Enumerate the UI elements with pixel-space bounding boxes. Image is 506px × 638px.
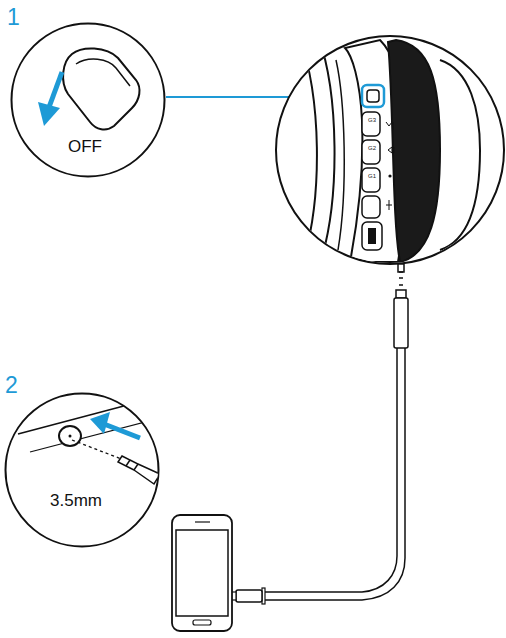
callout-outline bbox=[4, 392, 160, 548]
callout-number: 2 bbox=[5, 374, 18, 397]
button-label: G1 bbox=[368, 173, 376, 179]
smartphone bbox=[172, 515, 232, 631]
button-label: G3 bbox=[368, 117, 376, 123]
callout-circle: 23.5mm bbox=[4, 392, 160, 548]
cable bbox=[210, 264, 408, 604]
callout-number: 1 bbox=[7, 6, 20, 29]
callout-circle: 1OFF bbox=[10, 22, 166, 178]
button-label: G2 bbox=[368, 145, 376, 151]
zoom-view bbox=[276, 36, 504, 270]
switch-position-label: OFF bbox=[68, 138, 102, 155]
jack-size-label: 3.5mm bbox=[50, 492, 102, 509]
